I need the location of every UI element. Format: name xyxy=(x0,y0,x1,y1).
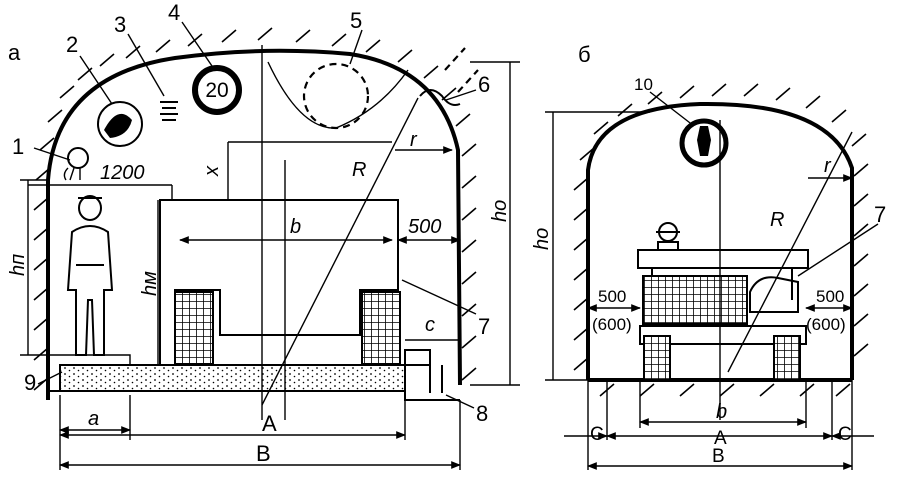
callout-5: 5 xyxy=(350,8,362,33)
left-clearance-500: 500 xyxy=(598,287,626,306)
callout-8: 8 xyxy=(476,401,488,426)
ditch-cover xyxy=(404,349,431,366)
speed-sign-4 xyxy=(192,65,242,115)
roof-equipment: 20 xyxy=(63,47,479,181)
leader-9 xyxy=(37,371,63,385)
c-dimension-label: c xyxy=(425,314,435,336)
hp-dimension-label: hп xyxy=(7,254,29,276)
B-dimension-label-b: B xyxy=(712,446,725,467)
speed-sign-value: 20 xyxy=(205,79,228,102)
callout-7: 7 xyxy=(478,314,490,339)
width-1200-line xyxy=(28,184,173,200)
cargo-body-b xyxy=(642,275,748,325)
leader-7-b xyxy=(797,223,879,277)
leader-1 xyxy=(33,147,71,161)
frame-b xyxy=(639,325,807,345)
rolling-stock-outline-a xyxy=(159,199,401,365)
callout-4: 4 xyxy=(168,0,180,25)
panel-a: а R xyxy=(7,0,520,470)
ho-dimension-label-a: hо xyxy=(489,200,511,222)
lamp-fixture-1 xyxy=(67,147,89,169)
wheel-right-b xyxy=(773,335,801,381)
ho-dimension-line-a xyxy=(470,61,520,386)
width-1200-label: 1200 xyxy=(100,162,145,184)
right-clearance-600: (600) xyxy=(806,315,846,334)
walkway-a xyxy=(60,354,131,365)
C-left-label: C xyxy=(590,424,604,445)
insulator-3 xyxy=(160,101,178,121)
radius-R-label-b: R xyxy=(770,209,784,231)
leader-6 xyxy=(445,89,477,101)
leader-7 xyxy=(401,279,477,315)
rock-hatching-a xyxy=(33,27,477,391)
callouts-a: 1 2 3 4 5 6 7 8 9 xyxy=(12,0,490,426)
wheel-block-left xyxy=(174,291,214,365)
b-dimension-label-b: b xyxy=(716,401,727,423)
ballast-bed-a xyxy=(59,364,406,392)
right-clearance-500: 500 xyxy=(816,287,844,306)
fan-2 xyxy=(97,101,143,147)
rock-hatching-b xyxy=(573,83,869,397)
leader-4 xyxy=(181,21,213,67)
panel-b: б 10 R r 7 xyxy=(531,42,886,470)
leader-10 xyxy=(649,91,695,127)
pipe-5 xyxy=(302,62,370,130)
leader-5 xyxy=(349,29,363,65)
hm-dimension-label: hм xyxy=(139,271,161,296)
radius-r-label-a: r xyxy=(410,129,418,151)
C-right-label: C xyxy=(838,424,852,445)
A-dimension-label-b: A xyxy=(714,428,727,449)
callout-9: 9 xyxy=(24,370,36,395)
fan-2-blade xyxy=(104,113,132,138)
left-clearance-600: (600) xyxy=(592,315,632,334)
radius-R-line-b xyxy=(727,131,853,373)
callout-1: 1 xyxy=(12,134,24,159)
motor-housing-b xyxy=(749,276,799,313)
panel-b-label: б xyxy=(578,42,591,67)
b-dimension-label-a: b xyxy=(290,216,301,238)
wheel-block-right xyxy=(361,291,401,365)
radius-r-label-b: r xyxy=(824,155,832,177)
pipe-5-hanger xyxy=(267,61,409,129)
callout-2: 2 xyxy=(66,32,78,57)
callout-6: 6 xyxy=(478,72,490,97)
leader-8 xyxy=(445,394,475,409)
hp-dimension-line xyxy=(20,179,60,356)
leader-2 xyxy=(79,55,113,105)
radius-R-label-a: R xyxy=(352,159,366,181)
ho-dimension-line-b xyxy=(545,111,650,381)
lamp-fixture-1-grille xyxy=(63,167,81,181)
B-dimension-label-a: B xyxy=(256,441,271,466)
bottom-extension-lines-b xyxy=(587,380,853,470)
canopy-b xyxy=(637,249,809,300)
A-dimension-label-a: A xyxy=(262,411,277,436)
ho-dimension-label-b: hо xyxy=(531,228,553,250)
x-dimension-lines xyxy=(227,141,392,200)
rolling-stock-b xyxy=(637,222,809,381)
callout-3: 3 xyxy=(114,12,126,37)
leader-3 xyxy=(127,33,165,97)
cable-anchor-6 xyxy=(444,47,479,93)
tunnel-contour-a xyxy=(46,48,462,400)
lamp-10-figure xyxy=(697,126,711,156)
x-dimension-label: x xyxy=(201,165,223,177)
panel-a-label: а xyxy=(8,40,21,65)
radius-R-line-a xyxy=(261,97,419,406)
clearance-500-label: 500 xyxy=(408,216,441,238)
callout-7-b: 7 xyxy=(874,202,886,227)
wheel-left-b xyxy=(643,335,671,381)
cable-bracket-6 xyxy=(419,89,461,106)
callout-10: 10 xyxy=(634,75,653,94)
person-figure xyxy=(66,195,114,356)
operator-body-b xyxy=(656,231,680,251)
a-dimension-label: a xyxy=(88,408,99,430)
